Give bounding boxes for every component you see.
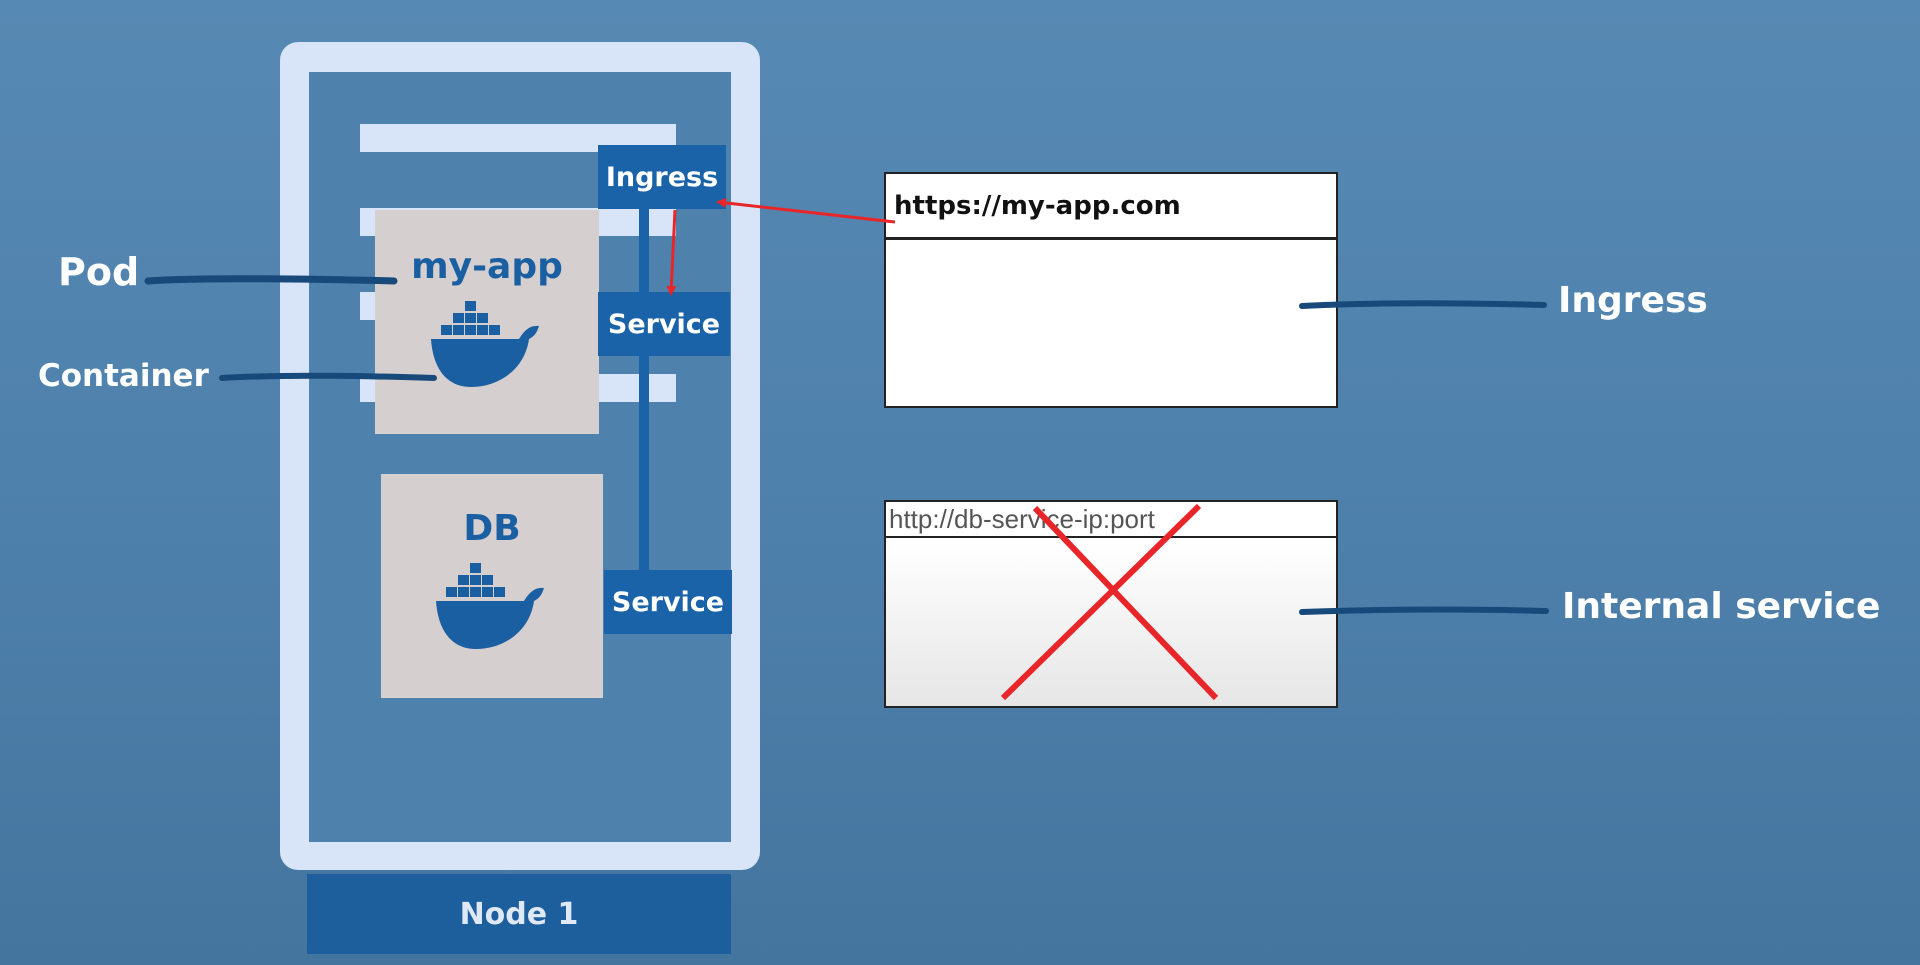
ingress-box: Ingress bbox=[598, 145, 726, 209]
pod-title: DB bbox=[463, 508, 521, 549]
label-ingress: Ingress bbox=[1558, 280, 1708, 321]
docker-whale-icon bbox=[436, 563, 544, 649]
node-label: Node 1 bbox=[307, 874, 731, 954]
label-internal-service: Internal service bbox=[1562, 586, 1881, 627]
browser-window-internal: http://db-service-ip:port bbox=[884, 500, 1338, 708]
callout-line-internal bbox=[1299, 606, 1549, 615]
browser-window-ingress: https://my-app.com bbox=[884, 172, 1338, 408]
label-container: Container bbox=[38, 358, 209, 394]
callout-line-ingress bbox=[1299, 300, 1547, 309]
label-pod: Pod bbox=[58, 250, 140, 294]
service-connector-line bbox=[639, 209, 649, 570]
app-service-box: Service bbox=[598, 292, 730, 356]
url-bar: http://db-service-ip:port bbox=[886, 502, 1336, 538]
docker-whale-icon bbox=[431, 301, 539, 387]
pod-title: my-app bbox=[411, 246, 563, 287]
url-bar: https://my-app.com bbox=[886, 174, 1336, 240]
pod-db: DB bbox=[381, 474, 603, 698]
db-service-box: Service bbox=[604, 570, 732, 634]
pod-my-app: my-app bbox=[375, 210, 599, 434]
